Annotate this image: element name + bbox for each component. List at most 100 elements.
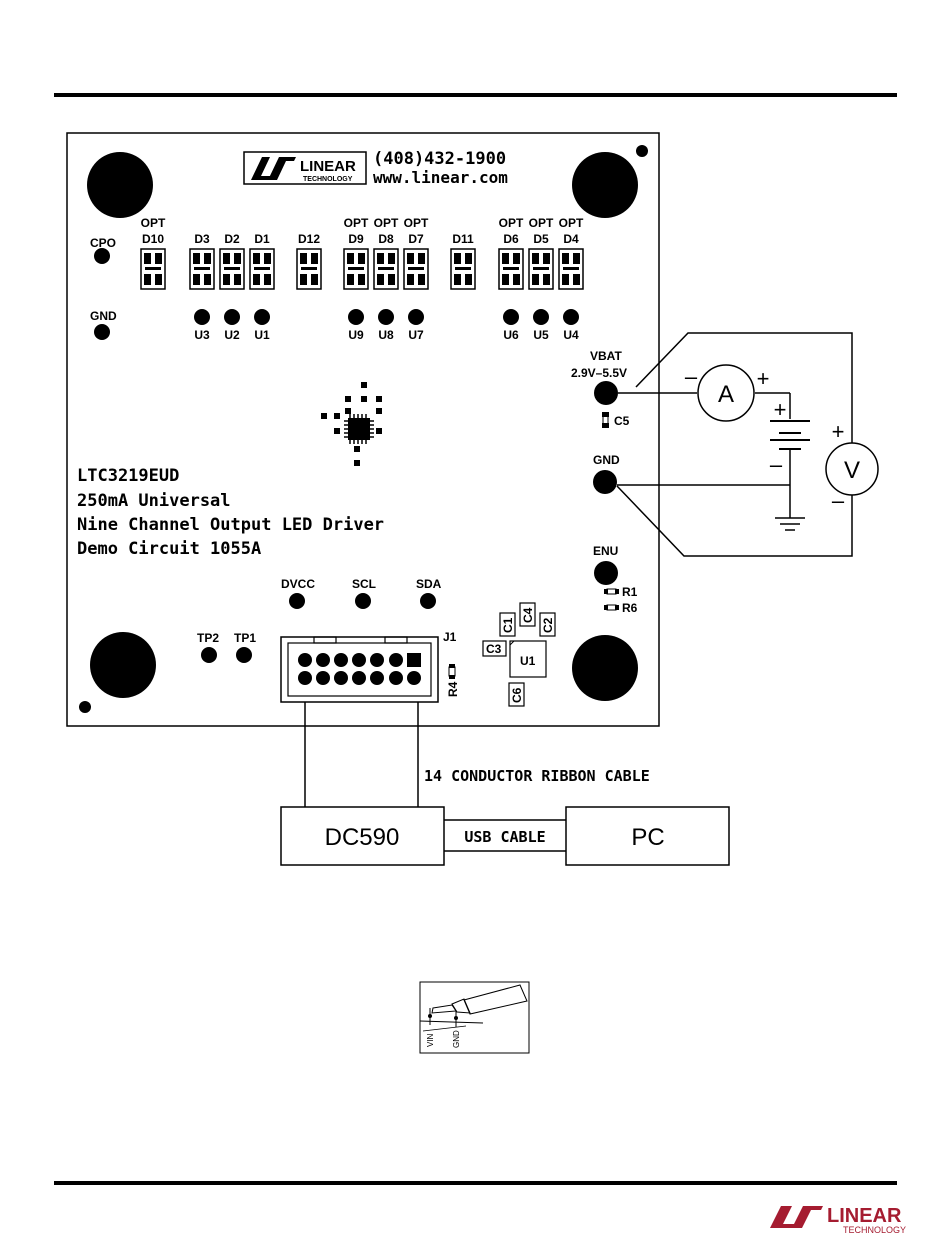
voltmeter: V + – xyxy=(825,419,879,513)
led-label: D9 xyxy=(348,232,364,246)
ammeter-plus: + xyxy=(757,366,770,391)
probe-gnd-label: GND xyxy=(452,1030,461,1048)
opt-label: OPT xyxy=(404,216,429,230)
top-rule xyxy=(54,93,897,97)
enu-label: ENU xyxy=(593,544,618,558)
led-d3: D3 xyxy=(189,232,215,290)
fiducial xyxy=(79,701,91,713)
ammeter-symbol: A xyxy=(718,381,734,408)
pad-u7: U7 xyxy=(408,309,424,342)
j1-pin xyxy=(298,653,312,667)
pad-label: U3 xyxy=(194,328,210,342)
pad-label: U5 xyxy=(533,328,549,342)
pad-u9: U9 xyxy=(348,309,364,342)
board-logo: LINEAR TECHNOLOGY xyxy=(243,151,367,185)
r4-resistor xyxy=(448,664,456,679)
tp2-label: TP2 xyxy=(197,631,219,645)
j1-pin xyxy=(334,653,348,667)
dvcc-label: DVCC xyxy=(281,577,315,591)
ammeter: A – + xyxy=(685,364,770,422)
r1-resistor xyxy=(604,588,619,595)
r6-label: R6 xyxy=(622,601,638,615)
mounting-hole xyxy=(90,632,156,698)
footer-logo: LINEAR TECHNOLOGY xyxy=(770,1205,906,1235)
led-label: D3 xyxy=(194,232,210,246)
led-label: D4 xyxy=(563,232,579,246)
led-d10: OPT D10 xyxy=(140,216,166,290)
title-line-2: 250mA Universal xyxy=(77,491,231,511)
cpo-label: CPO xyxy=(90,236,116,250)
svg-text:C4: C4 xyxy=(521,607,535,623)
j1-pin xyxy=(316,653,330,667)
vbat-pad xyxy=(594,381,618,405)
pad-label: U4 xyxy=(563,328,579,342)
fiducial xyxy=(636,145,648,157)
led-label: D11 xyxy=(452,232,474,246)
voltmeter-minus: – xyxy=(832,488,845,513)
pad-u4: U4 xyxy=(563,309,579,342)
cap-c1: C1 xyxy=(499,612,516,637)
j1-pin xyxy=(316,671,330,685)
j1-connector xyxy=(280,636,439,703)
tp2-pad xyxy=(201,647,217,663)
mounting-hole xyxy=(87,152,153,218)
led-d11: D11 xyxy=(450,232,476,290)
pad-u6: U6 xyxy=(503,309,519,342)
led-label: D10 xyxy=(142,232,164,246)
probe-inset: VIN GND xyxy=(419,981,530,1054)
j1-pin xyxy=(298,671,312,685)
ground-icon xyxy=(775,517,805,531)
led-d12: D12 xyxy=(296,232,322,290)
sda-label: SDA xyxy=(416,577,442,591)
website: www.linear.com xyxy=(373,168,508,187)
j1-pin xyxy=(389,653,403,667)
pad-label: U9 xyxy=(348,328,364,342)
pad-label: U8 xyxy=(378,328,394,342)
footer-logo-word: LINEAR xyxy=(827,1205,902,1227)
dc590-box xyxy=(280,806,445,866)
j1-pin-1 xyxy=(407,653,421,667)
footer-lt-logo-icon xyxy=(770,1206,800,1228)
lt-logo-icon xyxy=(251,157,276,180)
bottom-rule xyxy=(54,1181,897,1185)
pad-u5: U5 xyxy=(533,309,549,342)
tp1-pad xyxy=(236,647,252,663)
j1-pin xyxy=(370,653,384,667)
j1-pin xyxy=(352,653,366,667)
svg-text:C6: C6 xyxy=(510,687,524,703)
battery-icon xyxy=(770,420,810,450)
cap-c4: C4 xyxy=(519,602,536,627)
opt-label: OPT xyxy=(499,216,524,230)
ammeter-minus: – xyxy=(685,364,698,389)
battery-minus: – xyxy=(770,452,783,477)
usb-cable xyxy=(444,819,566,852)
usb-cable-label: USB CABLE xyxy=(464,828,545,846)
cap-c6: C6 xyxy=(508,682,525,707)
vbat-range: 2.9V–5.5V xyxy=(571,366,627,380)
pad-u3: U3 xyxy=(194,309,210,342)
sda-pad xyxy=(420,593,436,609)
svg-text:U1: U1 xyxy=(520,654,536,668)
j1-pin xyxy=(407,671,421,685)
board-outline xyxy=(66,132,660,727)
cap-c2: C2 xyxy=(539,612,556,637)
opt-label: OPT xyxy=(141,216,166,230)
r1-label: R1 xyxy=(622,585,638,599)
opt-label: OPT xyxy=(559,216,584,230)
mounting-hole xyxy=(572,152,638,218)
mounting-holes xyxy=(79,145,648,713)
voltmeter-plus: + xyxy=(832,419,845,444)
led-label: D12 xyxy=(298,232,320,246)
pad-label: U7 xyxy=(408,328,424,342)
j1-pin xyxy=(370,671,384,685)
svg-text:C1: C1 xyxy=(501,617,515,633)
pad-u1: U1 xyxy=(254,309,270,342)
mounting-hole xyxy=(572,635,638,701)
r4-label: R4 xyxy=(446,681,460,697)
led-label: D5 xyxy=(533,232,549,246)
opt-label: OPT xyxy=(374,216,399,230)
